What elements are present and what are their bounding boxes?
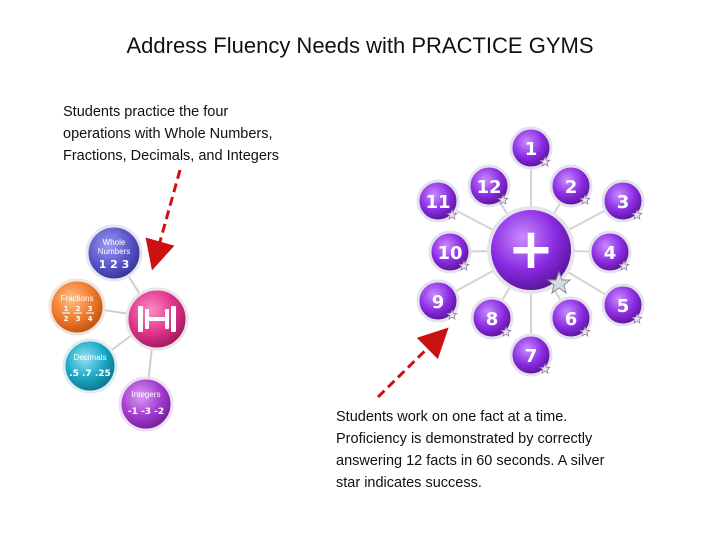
fact-button-5[interactable]: 5: [601, 283, 645, 327]
dumbbell-icon: [138, 306, 176, 332]
fact-label: 1: [525, 139, 538, 160]
operator-hub: +: [487, 206, 575, 295]
fact-bubble: [601, 179, 645, 223]
star-icon: [631, 312, 643, 324]
fraction-glyph: 3: [76, 315, 81, 323]
fact-label: 12: [476, 177, 501, 198]
whole-label-1: Whole: [103, 238, 126, 247]
fact-label: 9: [432, 292, 445, 313]
plus-icon: +: [508, 217, 555, 282]
fraction-glyph: 2: [76, 305, 81, 313]
fact-label: 10: [437, 243, 462, 264]
decimals-label: Decimals: [74, 353, 107, 362]
silver-star-icon: [546, 270, 572, 295]
arrow-to-gym-menu: [145, 169, 182, 271]
star-icon: [631, 208, 643, 220]
star-icon: [458, 259, 470, 271]
star-icon: [579, 325, 591, 337]
gym-menu: Whole Numbers 1 2 3 Fractions 1 2 2 3 3 …: [48, 224, 189, 432]
fact-button-3[interactable]: 3: [601, 179, 645, 223]
fraction-glyph: 4: [88, 315, 93, 323]
fraction-glyph: 3: [88, 305, 93, 313]
fact-bubble: [509, 333, 553, 377]
fact-label: 2: [565, 177, 578, 198]
whole-label-2: Numbers: [98, 247, 130, 256]
fact-bubble: [470, 296, 514, 340]
fact-bubble: [416, 279, 460, 323]
note-operations: Students practice the four operations wi…: [63, 104, 279, 164]
fact-label: 5: [617, 296, 630, 317]
fact-bubble: [509, 126, 553, 170]
fact-label: 6: [565, 309, 578, 330]
fact-label: 4: [604, 243, 617, 264]
star-icon: [539, 362, 551, 374]
fractions-label: Fractions: [61, 294, 94, 303]
whole-numbers-button[interactable]: Whole Numbers 1 2 3: [85, 224, 143, 282]
fact-button-4[interactable]: 4: [588, 230, 632, 274]
star-icon: [539, 155, 551, 167]
fact-label: 3: [617, 192, 630, 213]
star-icon: [497, 193, 509, 205]
fact-button-1[interactable]: 1: [509, 126, 553, 170]
fact-bubble: [428, 230, 472, 274]
arrow-to-fact-wheel: [376, 327, 449, 399]
fact-bubble: [601, 283, 645, 327]
integers-label: Integers: [132, 390, 161, 399]
fact-button-7[interactable]: 7: [509, 333, 553, 377]
star-icon: [500, 325, 512, 337]
fact-label: 7: [525, 346, 538, 367]
fractions-button[interactable]: Fractions 1 2 2 3 3 4: [48, 278, 106, 336]
fact-bubble: [588, 230, 632, 274]
fact-bubble: [549, 296, 593, 340]
fact-button-12[interactable]: 12: [467, 164, 511, 208]
star-icon: [618, 259, 630, 271]
integers-button[interactable]: Integers -1 -3 -2: [118, 376, 174, 432]
integers-sample: -1 -3 -2: [128, 407, 164, 417]
fact-label: 11: [425, 192, 450, 213]
note-proficiency: Students work on one fact at a time. Pro…: [336, 409, 605, 491]
whole-sample: 1 2 3: [99, 258, 130, 271]
fact-button-2[interactable]: 2: [549, 164, 593, 208]
star-icon: [446, 308, 458, 320]
fact-bubble: [416, 179, 460, 223]
star-icon: [579, 193, 591, 205]
fact-button-10[interactable]: 10: [428, 230, 472, 274]
fact-button-9[interactable]: 9: [416, 279, 460, 323]
decimals-sample: .5 .7 .25: [69, 369, 111, 379]
fact-label: 8: [486, 309, 499, 330]
fraction-glyph: 1: [64, 305, 69, 313]
star-icon: [446, 208, 458, 220]
fact-button-8[interactable]: 8: [470, 296, 514, 340]
dumbbell-hub: [125, 287, 189, 351]
fact-button-6[interactable]: 6: [549, 296, 593, 340]
fact-bubble: [467, 164, 511, 208]
fact-bubble: [549, 164, 593, 208]
fact-button-11[interactable]: 11: [416, 179, 460, 223]
slide-title: Address Fluency Needs with PRACTICE GYMS: [126, 33, 594, 58]
decimals-button[interactable]: Decimals .5 .7 .25: [62, 338, 118, 394]
fraction-glyph: 2: [64, 315, 69, 323]
